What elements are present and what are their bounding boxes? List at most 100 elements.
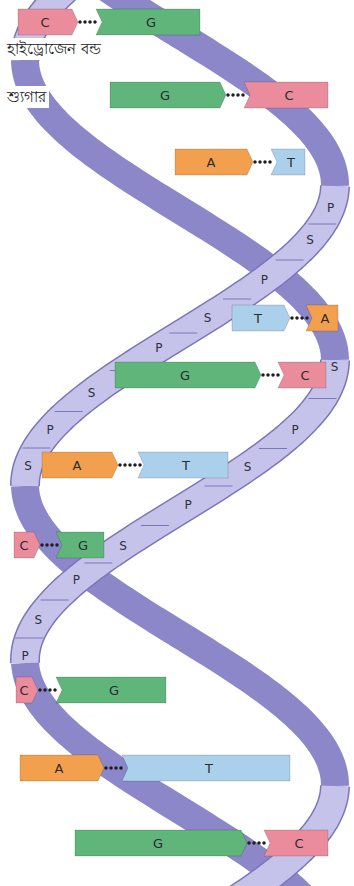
base-outline <box>175 149 253 175</box>
base-outline <box>56 677 166 703</box>
base-block: A <box>306 305 338 331</box>
base-letter: C <box>40 16 49 29</box>
base-letter: G <box>109 684 119 697</box>
hydrogen-bond <box>42 543 60 547</box>
base-outline <box>138 452 228 478</box>
base-letter: C <box>284 89 293 102</box>
base-outline <box>232 305 290 331</box>
base-block: C <box>18 9 78 35</box>
segment-divider <box>259 448 287 449</box>
base-letter: T <box>205 762 213 775</box>
base-block: G <box>96 9 200 35</box>
segment-divider <box>22 448 50 449</box>
backbone-letter: P <box>261 274 268 286</box>
segment-divider <box>41 600 69 601</box>
base-block: C <box>14 532 40 558</box>
base-letter: G <box>78 539 88 552</box>
base-letter: C <box>294 837 303 850</box>
base-letter: A <box>207 156 216 169</box>
base-outline <box>20 755 104 781</box>
backbone-letter: P <box>327 202 334 214</box>
segment-divider <box>15 638 43 639</box>
backbone-letter: S <box>244 461 252 473</box>
base-block: T <box>122 755 290 781</box>
base-outline <box>96 9 200 35</box>
hydrogen-bond <box>263 373 282 377</box>
base-outline <box>110 82 226 108</box>
backbone-letter: P <box>155 342 162 354</box>
segment-divider <box>84 563 112 564</box>
hydrogen-bond <box>255 160 275 164</box>
segment-divider <box>205 486 233 487</box>
base-outline <box>18 9 78 35</box>
base-letter: G <box>146 16 156 29</box>
base-block: G <box>115 362 261 388</box>
base-block: G <box>56 677 166 703</box>
base-block: T <box>138 452 228 478</box>
backbone-letter: S <box>24 460 32 472</box>
segment-divider <box>223 299 251 300</box>
backbone-strand <box>25 360 335 663</box>
base-letter: C <box>300 369 309 382</box>
segment-divider <box>309 398 337 399</box>
base-block: C <box>278 362 326 388</box>
base-letter: T <box>287 156 295 169</box>
base-letter: T <box>254 312 262 325</box>
backbone-letter: S <box>119 540 127 552</box>
base-letter: C <box>19 539 28 552</box>
segment-divider <box>276 260 304 261</box>
base-block: C <box>16 677 38 703</box>
hydrogen-bond <box>106 766 126 770</box>
base-outline <box>56 532 104 558</box>
base-block: G <box>75 830 247 856</box>
hydrogen-bond <box>228 93 248 97</box>
base-outline <box>115 362 261 388</box>
base-block: T <box>271 149 305 175</box>
hydrogen-bond <box>292 316 310 320</box>
base-outline <box>42 452 118 478</box>
backbone-letter: P <box>22 650 29 662</box>
base-letter: G <box>153 837 163 850</box>
base-letter: T <box>182 459 190 472</box>
base-letter: C <box>19 684 28 697</box>
base-block: G <box>56 532 104 558</box>
callout-label: শ্যুগার <box>4 86 49 108</box>
base-outline <box>278 362 326 388</box>
base-block: A <box>175 149 253 175</box>
backbone-letter: P <box>184 499 191 511</box>
base-outline <box>271 149 305 175</box>
base-outline <box>306 305 338 331</box>
base-block: T <box>232 305 290 331</box>
backbone-letter: S <box>306 234 314 246</box>
base-outline <box>244 82 328 108</box>
base-letter: G <box>180 369 190 382</box>
base-letter: G <box>160 89 170 102</box>
segment-divider <box>55 411 83 412</box>
hydrogen-bond <box>120 463 142 467</box>
callout-label: হাইড্রোজেন বন্ড <box>4 38 114 60</box>
backbone-letter: P <box>73 574 80 586</box>
segment-divider <box>169 333 197 334</box>
base-outline <box>14 532 40 558</box>
base-outline <box>75 830 247 856</box>
hydrogen-bond <box>80 20 100 24</box>
base-letter: A <box>55 762 64 775</box>
base-block: C <box>264 830 328 856</box>
hydrogen-bond <box>249 841 268 845</box>
backbone-letter: P <box>46 424 53 436</box>
backbone-letter: P <box>292 424 299 436</box>
backbone-letter: S <box>35 614 43 626</box>
base-block: C <box>244 82 328 108</box>
hydrogen-bond <box>40 688 60 692</box>
backbone-letter: S <box>204 312 212 324</box>
base-block: A <box>42 452 118 478</box>
base-outline <box>122 755 290 781</box>
base-outline <box>16 677 38 703</box>
base-block: G <box>110 82 226 108</box>
base-letter: A <box>73 459 82 472</box>
backbone-letter: S <box>88 387 96 399</box>
base-letter: A <box>321 312 330 325</box>
backbone-letter: S <box>331 361 339 373</box>
